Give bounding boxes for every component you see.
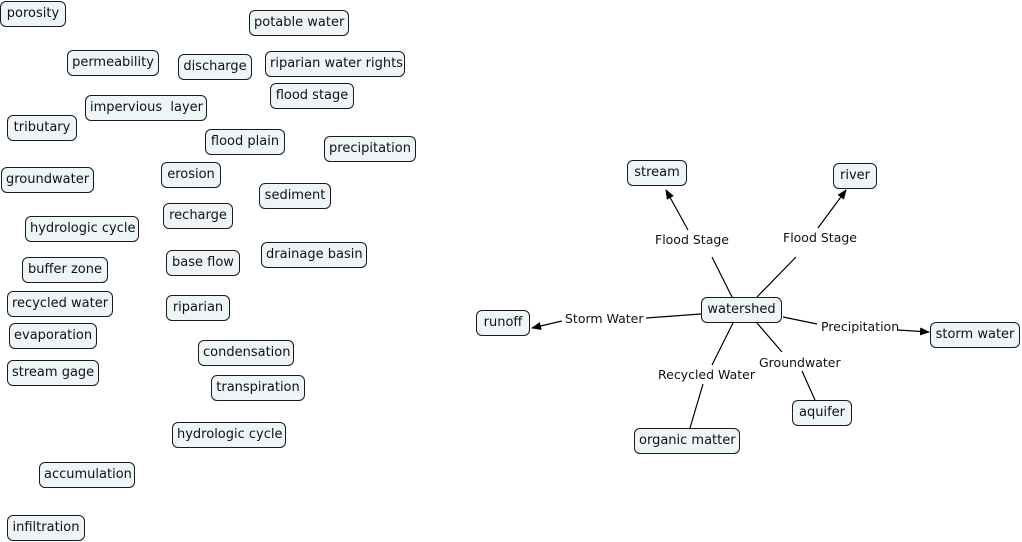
- concept-precipitation[interactable]: precipitation: [324, 136, 416, 162]
- concept-drainage-basin[interactable]: drainage basin: [261, 242, 367, 268]
- link-line-river-upper: [817, 189, 847, 229]
- concept-runoff[interactable]: runoff: [476, 310, 530, 336]
- link-line-stream-lower: [711, 256, 733, 298]
- link-label-storm-water: Storm Water: [565, 311, 644, 326]
- concept-buffer-zone[interactable]: buffer zone: [22, 257, 108, 283]
- concept-organic-matter[interactable]: organic matter: [634, 428, 740, 454]
- link-line-runoff-right: [645, 313, 702, 319]
- concept-flood-plain[interactable]: flood plain: [205, 129, 285, 155]
- link-line-aquifer-lower: [801, 370, 816, 401]
- concept-porosity[interactable]: porosity: [0, 1, 66, 27]
- concept-discharge[interactable]: discharge: [178, 54, 252, 80]
- link-line-aquifer-upper: [756, 322, 783, 353]
- concept-hydrologic-cycle[interactable]: hydrologic cycle: [25, 216, 139, 242]
- concept-potable-water[interactable]: potable water: [249, 10, 349, 36]
- concept-stream[interactable]: stream: [627, 160, 687, 186]
- concept-condensation[interactable]: condensation: [198, 340, 294, 366]
- link-line-runoff-left: [531, 320, 563, 330]
- link-line-river-lower: [756, 256, 797, 298]
- link-label-precipitation: Precipitation: [821, 319, 899, 334]
- concept-sediment[interactable]: sediment: [259, 183, 331, 209]
- concept-erosion[interactable]: erosion: [161, 162, 221, 188]
- concept-accumulation[interactable]: accumulation: [39, 462, 135, 488]
- link-line-storm-water-right: [897, 327, 930, 336]
- link-label-groundwater: Groundwater: [759, 355, 841, 370]
- concept-flood-stage[interactable]: flood stage: [270, 83, 354, 109]
- concept-recharge[interactable]: recharge: [163, 203, 233, 229]
- link-label-flood-stage-river: Flood Stage: [783, 230, 857, 245]
- link-label-recycled-water: Recycled Water: [658, 367, 756, 382]
- concept-permeability[interactable]: permeability: [67, 50, 159, 76]
- concept-aquifer[interactable]: aquifer: [792, 400, 852, 426]
- concept-groundwater[interactable]: groundwater: [1, 167, 94, 193]
- concept-stream-gage[interactable]: stream gage: [7, 360, 99, 386]
- concept-riparian[interactable]: riparian: [166, 295, 230, 321]
- concept-tributary[interactable]: tributary: [7, 115, 77, 141]
- concept-impervious-layer[interactable]: impervious layer: [85, 95, 207, 121]
- link-line-organic-lower: [689, 383, 704, 429]
- link-line-organic-upper: [711, 322, 734, 366]
- concept-storm-water[interactable]: storm water: [930, 322, 1020, 348]
- concept-riparian-water-rights[interactable]: riparian water rights: [265, 51, 405, 77]
- concept-base-flow[interactable]: base flow: [166, 250, 240, 276]
- link-line-storm-water-left: [782, 316, 818, 325]
- link-label-flood-stage-stream: Flood Stage: [655, 232, 729, 247]
- concept-evaporation[interactable]: evaporation: [9, 323, 97, 349]
- concept-transpiration[interactable]: transpiration: [211, 375, 305, 401]
- concept-infiltration[interactable]: infiltration: [7, 515, 85, 541]
- concept-river[interactable]: river: [833, 163, 877, 189]
- concept-hydrologic-cycle-2[interactable]: hydrologic cycle: [172, 422, 286, 448]
- link-line-stream-upper: [665, 189, 689, 231]
- concept-watershed[interactable]: watershed: [701, 297, 782, 323]
- concept-recycled-water[interactable]: recycled water: [7, 291, 113, 317]
